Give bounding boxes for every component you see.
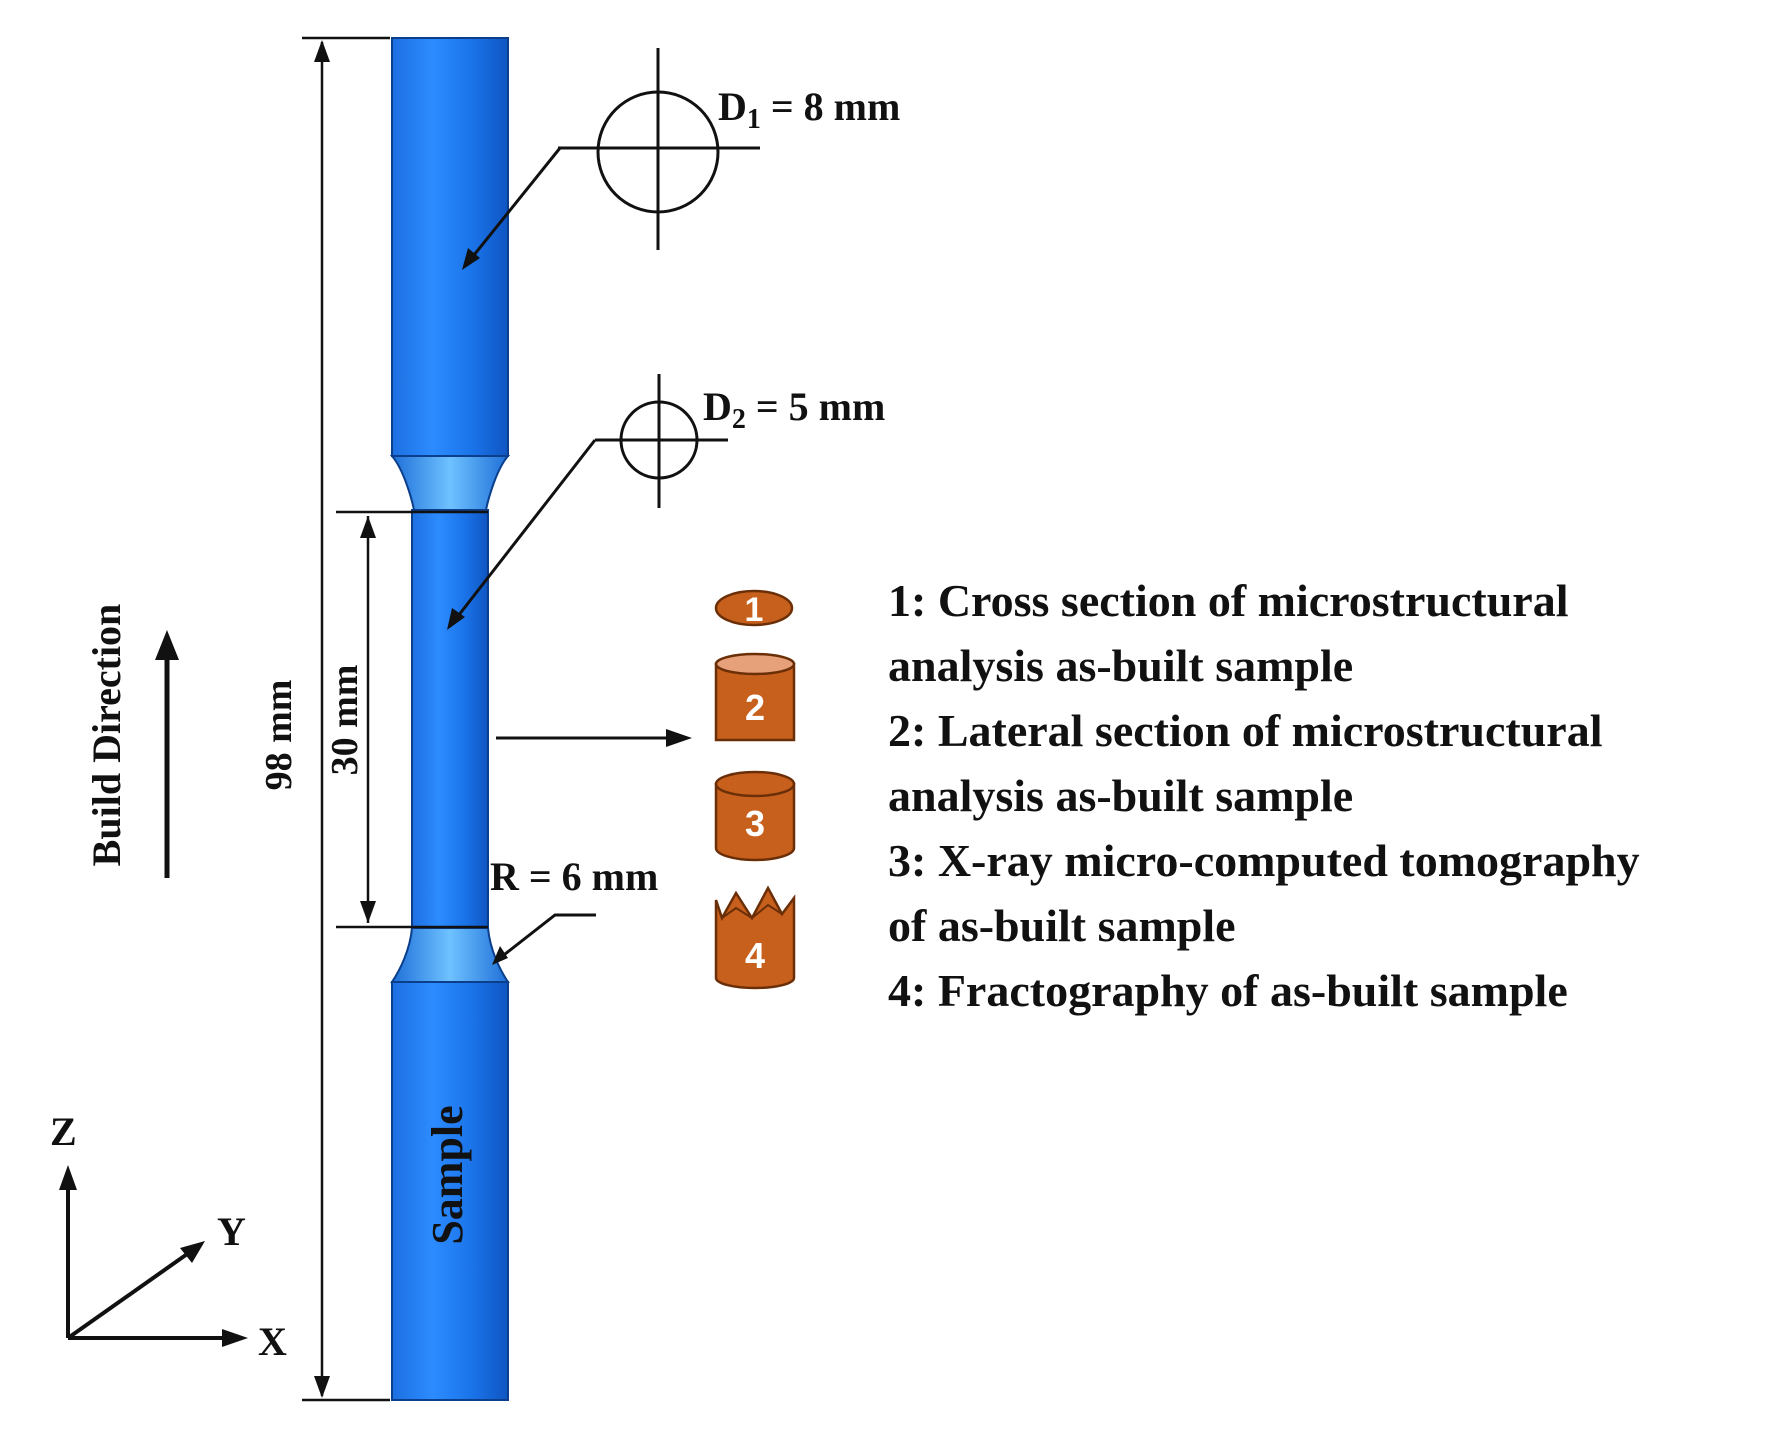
d2-label: D2 = 5 mm [703, 384, 885, 435]
piece-3-number: 3 [745, 803, 765, 844]
piece-3-cylinder: 3 [714, 770, 796, 862]
build-direction-label: Build Direction [84, 604, 129, 867]
specimen-to-pieces-arrow [496, 729, 692, 747]
d1-subscript: 1 [747, 104, 761, 135]
length-total-label: 98 mm [258, 680, 300, 791]
radius-label: R = 6 mm [490, 854, 658, 899]
length-gauge-label: 30 mm [324, 665, 366, 776]
piece-2-lateral-section: 2 [714, 652, 796, 742]
legend-line-1: 1: Cross section of microstructural [888, 575, 1569, 626]
dimension-30mm [336, 510, 488, 929]
legend-line-4: analysis as-built sample [888, 770, 1354, 821]
d2-diameter-symbol [447, 374, 728, 630]
specimen [389, 37, 511, 1401]
radius-leader [492, 913, 596, 965]
d1-label: D1 = 8 mm [718, 84, 900, 135]
d2-subscript: 2 [732, 404, 746, 435]
sample-label: Sample [423, 1105, 472, 1244]
legend-line-2: analysis as-built sample [888, 640, 1354, 691]
d1-diameter-symbol [462, 48, 760, 270]
coordinate-axes [59, 1165, 248, 1347]
axis-y-label: Y [217, 1209, 246, 1254]
dimension-98mm [302, 36, 390, 1402]
d1-value: = 8 mm [761, 84, 900, 129]
legend-line-5: 3: X-ray micro-computed tomography [888, 835, 1640, 886]
piece-1-number: 1 [745, 591, 764, 629]
legend-line-6: of as-built sample [888, 900, 1236, 951]
axis-x-label: X [258, 1319, 287, 1364]
piece-4-number: 4 [745, 935, 765, 976]
piece-4-fracture: 4 [714, 885, 796, 990]
legend-line-3: 2: Lateral section of microstructural [888, 705, 1603, 756]
build-direction-arrow [155, 630, 179, 878]
legend: 1: Cross section of microstructural anal… [888, 568, 1788, 1023]
piece-1-cross-section: 1 [714, 589, 794, 629]
d1-symbol: D [718, 84, 747, 129]
d2-symbol: D [703, 384, 732, 429]
axis-z-label: Z [50, 1109, 77, 1154]
piece-2-number: 2 [745, 687, 765, 728]
d2-value: = 5 mm [746, 384, 885, 429]
legend-line-7: 4: Fractography of as-built sample [888, 965, 1568, 1016]
